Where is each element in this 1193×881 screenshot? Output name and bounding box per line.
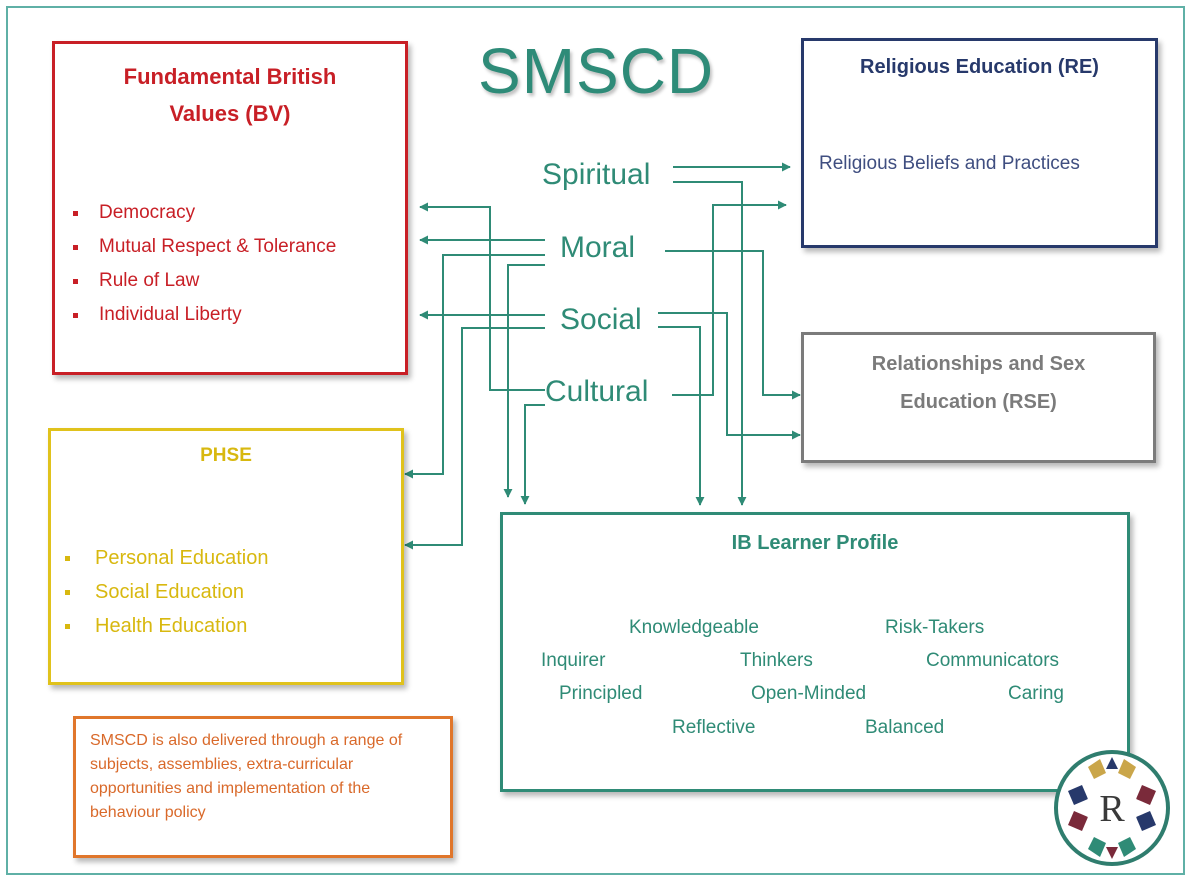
note-text: SMSCD is also delivered through a range … [90,732,403,821]
ib-trait: Inquirer [541,650,606,671]
arrow-cultural-to-ib [520,404,545,505]
logo-letter: R [1099,788,1125,830]
smscd-spiritual: Spiritual [542,158,651,191]
ib-trait: Risk-Takers [885,617,985,638]
list-item: Democracy [55,196,336,230]
ib-trait: Principled [559,683,643,704]
bullet-icon [65,556,70,561]
arrow-moral-to-rse [665,250,801,400]
bullet-icon [73,313,78,318]
phse-item-label: Personal Education [95,547,269,569]
ib-trait: Thinkers [740,650,813,671]
ib-trait: Open-Minded [751,683,867,704]
ib-learner-profile-title: IB Learner Profile [731,532,899,554]
phse-item-label: Health Education [95,615,248,637]
bv-item-label: Democracy [99,202,196,223]
bullet-icon [65,624,70,629]
arrow-social-to-phse [404,327,545,550]
arrow-spiritual-to-ib [673,181,747,506]
ib-learner-profile-box: IB Learner Profile Knowledgeable Risk-Ta… [500,512,1130,792]
school-crest-logo: R [1054,750,1170,866]
list-item: Mutual Respect & Tolerance [55,230,336,264]
bullet-icon [73,211,78,216]
list-item: Rule of Law [55,264,336,298]
ib-trait: Communicators [926,650,1060,671]
smscd-moral: Moral [560,231,636,264]
religious-education-text: Religious Beliefs and Practices [819,153,1080,174]
ib-trait: Reflective [672,717,756,738]
bv-item-label: Rule of Law [99,270,200,291]
smscd-cultural: Cultural [545,375,649,408]
british-values-title: Fundamental British Values (BV) [123,64,337,126]
british-values-box: Fundamental British Values (BV) Democrac… [52,41,408,375]
phse-title: PHSE [200,445,252,466]
bullet-icon [65,590,70,595]
bullet-icon [73,279,78,284]
arrow-cultural-to-re [672,200,787,396]
smscd-social: Social [560,303,642,336]
bv-item-label: Mutual Respect & Tolerance [99,236,337,257]
list-item: Health Education [51,609,268,643]
list-item: Personal Education [51,541,268,575]
arrow-social-to-ib [658,326,705,506]
bv-item-label: Individual Liberty [99,304,242,325]
arrow-moral-to-ib [503,264,545,498]
phse-item-label: Social Education [95,581,244,603]
rse-box: Relationships and Sex Education (RSE) [801,332,1156,463]
british-values-list: Democracy Mutual Respect & Tolerance Rul… [55,196,336,332]
outer-frame [6,6,1185,875]
arrow-moral-to-phse [404,254,545,479]
ib-trait: Caring [1008,683,1064,704]
note-box: SMSCD is also delivered through a range … [73,716,453,858]
ib-trait: Balanced [865,717,945,738]
list-item: Social Education [51,575,268,609]
rse-title: Relationships and Sex Education (RSE) [871,353,1086,413]
religious-education-box: Religious Education (RE) Religious Belie… [801,38,1158,248]
phse-list: Personal Education Social Education Heal… [51,541,268,643]
list-item: Individual Liberty [55,298,336,332]
religious-education-title: Religious Education (RE) [860,56,1099,78]
ib-trait: Knowledgeable [629,617,759,638]
diagram-title: SMSCD [478,35,715,107]
phse-box: PHSE Personal Education Social Education… [48,428,404,685]
arrow-social-to-rse [658,312,801,440]
bullet-icon [73,245,78,250]
arrow-cultural-to-bv [419,202,545,391]
